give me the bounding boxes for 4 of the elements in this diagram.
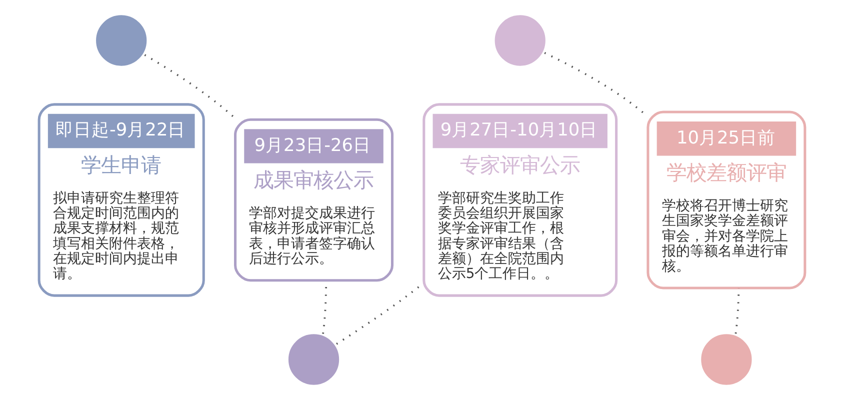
node-box: 即日起-9月22日 学生申请 拟申请研究生整理符合规定时间范围内的成果支撑材料，规范填写相关附件表格，在规定时间内提出申请。 xyxy=(38,103,205,297)
node-box: 9月23日-26日 成果审核公示 学部对提交成果进行审核并形成评审汇总表，申请者签字确认后进行公示。 xyxy=(234,118,394,282)
node-box: 9月27日-10月10日 专家评审公示 学部研究生奖助工作委员会组织开展国家奖学金评审工作，根据专家评审结果（含差额）在全院范围内公示5个工作日。。 xyxy=(422,103,618,297)
node-box: 10月25日前 学校差额评审 学校将召开博士研究生国家奖学金差额评审会，并对各学院上报的等额名单进行审核。 xyxy=(646,110,806,290)
